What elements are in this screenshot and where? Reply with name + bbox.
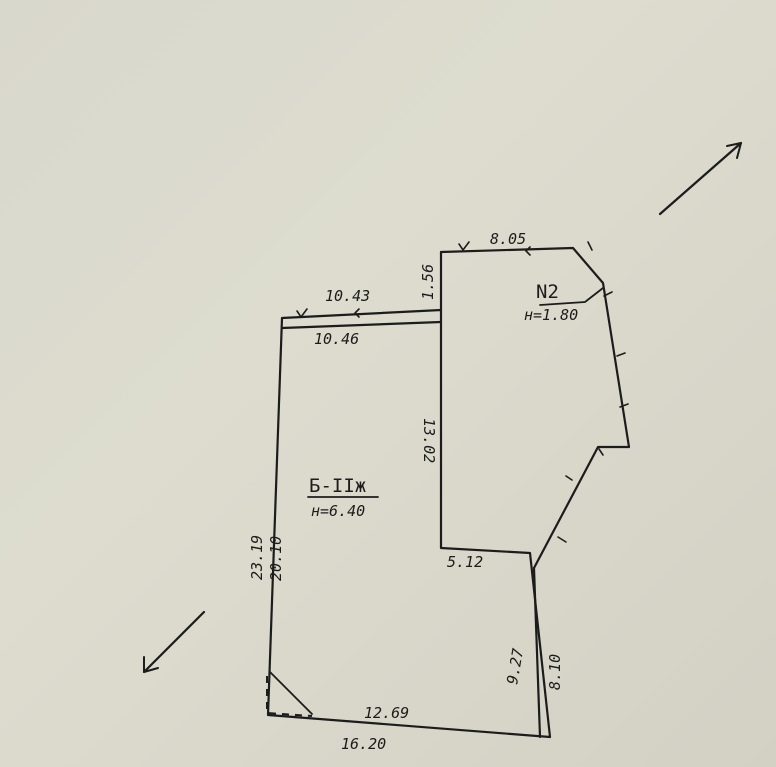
dim-bottom-outer: 16.20 <box>341 735 386 753</box>
extension-n2-outline <box>439 246 631 570</box>
dim-right-inner: 9.27 <box>503 647 527 686</box>
n2-label: N2 <box>536 281 559 303</box>
dim-left-outer: 23.19 <box>248 535 266 580</box>
main-building-right-edge <box>532 566 542 739</box>
north-arrow-top <box>658 141 743 216</box>
north-arrow-bottom <box>142 610 206 674</box>
dim-right-outer: 8.10 <box>546 654 564 690</box>
dim-top-left-inner: 10.46 <box>314 330 359 348</box>
dim-left-inner: 20.10 <box>267 536 285 581</box>
dim-top-right: 8.05 <box>490 230 526 248</box>
dim-inner-horizontal: 5.12 <box>447 553 483 571</box>
n2-leader-line <box>539 287 604 306</box>
boundary-ticks <box>296 241 629 543</box>
dim-inner-vertical: 13.02 <box>420 418 438 463</box>
corner-dashed-line <box>266 676 313 717</box>
n2-height: н=1.80 <box>524 306 578 324</box>
main-building-label: Б-IIж <box>309 475 366 497</box>
main-building-height: н=6.40 <box>311 502 365 520</box>
corner-diagonal-line <box>269 671 313 715</box>
dim-bottom-inner: 12.69 <box>364 704 409 722</box>
dim-top-left-outer: 10.43 <box>325 287 370 305</box>
dim-step-vertical: 1.56 <box>419 264 437 300</box>
main-building-inner-top <box>280 320 443 330</box>
